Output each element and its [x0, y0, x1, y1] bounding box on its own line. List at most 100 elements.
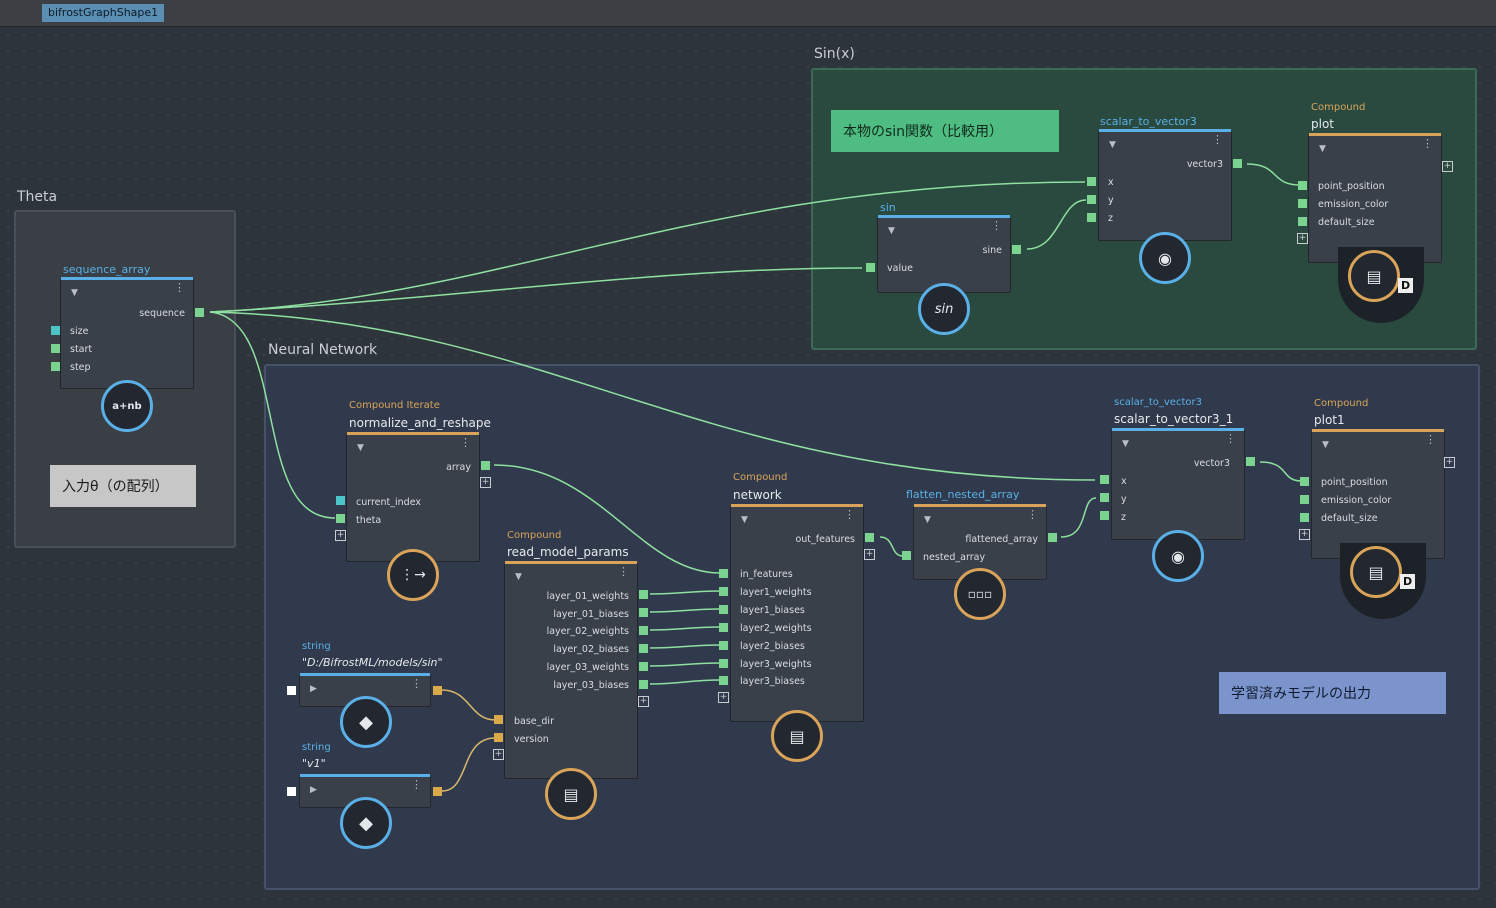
pin-nested-in[interactable]	[902, 551, 911, 560]
node-read-model-params[interactable]: ▼ ⋮ layer_01_weights layer_01_biases lay…	[504, 561, 638, 779]
pin-z-in[interactable]	[1087, 213, 1096, 222]
pin-in[interactable]	[719, 641, 728, 650]
node-flatten-nested-array[interactable]: ▼ ⋮ flattened_array nested_array	[913, 504, 1047, 580]
pin-base-dir-in[interactable]	[494, 715, 503, 724]
pin-y-in[interactable]	[1087, 195, 1096, 204]
node-sin[interactable]: ▼ ⋮ sine value	[877, 215, 1011, 293]
pin-vector3-out[interactable]	[1233, 159, 1242, 168]
pin-z-in[interactable]	[1100, 511, 1109, 520]
collapse-icon[interactable]: ▼	[71, 288, 78, 298]
node-plot1[interactable]: ▼ ⋮ point_position emission_color defaul…	[1311, 429, 1445, 559]
add-port-icon[interactable]: +	[480, 477, 491, 488]
pin-out[interactable]	[639, 662, 648, 671]
expand-icon[interactable]: ▶	[310, 684, 317, 694]
expand-icon[interactable]: ▶	[310, 785, 317, 795]
node-normalize-and-reshape[interactable]: ▼ ⋮ array current_index theta	[346, 432, 480, 562]
pin-out[interactable]	[639, 626, 648, 635]
port-sine: sine	[982, 245, 1002, 256]
menu-dots-icon[interactable]: ⋮	[1212, 133, 1223, 146]
pin-y-in[interactable]	[1100, 493, 1109, 502]
port-base-dir: base_dir	[514, 716, 554, 727]
pin-string-out[interactable]	[433, 686, 442, 695]
add-port-icon[interactable]: +	[1299, 529, 1310, 540]
collapse-icon[interactable]: ▼	[741, 515, 748, 525]
menu-dots-icon[interactable]: ⋮	[174, 281, 185, 294]
pin-string-out[interactable]	[433, 787, 442, 796]
menu-dots-icon[interactable]: ⋮	[1422, 137, 1433, 150]
network-title: network	[733, 488, 782, 502]
note-theta-input[interactable]: 入力θ（の配列）	[50, 465, 196, 507]
display-badge[interactable]: D	[1400, 574, 1416, 589]
pin-in[interactable]	[719, 605, 728, 614]
pin-out[interactable]	[639, 680, 648, 689]
pin-point-position-in[interactable]	[1300, 477, 1309, 486]
menu-dots-icon[interactable]: ⋮	[1425, 433, 1436, 446]
node-scalar-to-vector3-1[interactable]: ▼ ⋮ vector3 x y z	[1111, 428, 1245, 540]
pin-out[interactable]	[639, 644, 648, 653]
pin-theta-in[interactable]	[336, 514, 345, 523]
collapse-icon[interactable]: ▼	[888, 226, 895, 236]
collapse-icon[interactable]: ▼	[1322, 440, 1329, 450]
pin-in[interactable]	[719, 676, 728, 685]
pin-sine-out[interactable]	[1012, 245, 1021, 254]
pin-emission-color-in[interactable]	[1298, 199, 1307, 208]
pin-size-in[interactable]	[51, 326, 60, 335]
collapse-icon[interactable]: ▼	[924, 515, 931, 525]
add-port-icon[interactable]: +	[1297, 233, 1308, 244]
pin-default-size-in[interactable]	[1298, 217, 1307, 226]
menu-dots-icon[interactable]: ⋮	[991, 219, 1002, 232]
pin-in[interactable]	[719, 659, 728, 668]
plot-subtitle: Compound	[1311, 102, 1366, 113]
display-badge[interactable]: D	[1398, 278, 1414, 293]
pin-x-in[interactable]	[1100, 475, 1109, 484]
menu-dots-icon[interactable]: ⋮	[1225, 432, 1236, 445]
menu-dots-icon[interactable]: ⋮	[411, 778, 422, 791]
pin-point-position-in[interactable]	[1298, 181, 1307, 190]
pin-sequence-out[interactable]	[195, 308, 204, 317]
menu-dots-icon[interactable]: ⋮	[1027, 508, 1038, 521]
pin-default-size-in[interactable]	[1300, 513, 1309, 522]
pin-start-in[interactable]	[51, 344, 60, 353]
collapse-icon[interactable]: ▼	[1122, 439, 1129, 449]
pin-out-features-out[interactable]	[865, 533, 874, 542]
add-port-icon[interactable]: +	[1442, 161, 1453, 172]
menu-dots-icon[interactable]: ⋮	[460, 436, 471, 449]
pin-string-in[interactable]	[287, 686, 296, 695]
collapse-icon[interactable]: ▼	[515, 572, 522, 582]
add-port-icon[interactable]: +	[718, 692, 729, 703]
pin-in[interactable]	[719, 587, 728, 596]
pin-vector3-out[interactable]	[1246, 457, 1255, 466]
pin-out[interactable]	[639, 590, 648, 599]
note-model-output[interactable]: 学習済みモデルの出力	[1219, 672, 1446, 714]
pin-current-index-in[interactable]	[336, 496, 345, 505]
pin-emission-color-in[interactable]	[1300, 495, 1309, 504]
collapse-icon[interactable]: ▼	[1109, 140, 1116, 150]
pin-value-in[interactable]	[866, 263, 875, 272]
pin-array-out[interactable]	[481, 461, 490, 470]
node-network[interactable]: ▼ ⋮ out_features in_features layer1_weig…	[730, 504, 864, 722]
pin-step-in[interactable]	[51, 362, 60, 371]
graph-tab[interactable]: bifrostGraphShape1	[42, 4, 165, 22]
menu-dots-icon[interactable]: ⋮	[844, 508, 855, 521]
pin-string-in[interactable]	[287, 787, 296, 796]
pin-version-in[interactable]	[494, 733, 503, 742]
menu-dots-icon[interactable]: ⋮	[411, 677, 422, 690]
add-port-icon[interactable]: +	[493, 749, 504, 760]
menu-dots-icon[interactable]: ⋮	[618, 565, 629, 578]
collapse-icon[interactable]: ▼	[1319, 144, 1326, 154]
pin-in[interactable]	[719, 623, 728, 632]
add-port-icon[interactable]: +	[638, 696, 649, 707]
pin-out[interactable]	[639, 608, 648, 617]
node-scalar-to-vector3[interactable]: ▼ ⋮ vector3 x y z	[1098, 129, 1232, 241]
pin-in[interactable]	[719, 569, 728, 578]
note-sin-real[interactable]: 本物のsin関数（比較用）	[831, 110, 1059, 152]
node-sequence-array[interactable]: ▼ ⋮ sequence size start step	[60, 277, 194, 389]
add-port-icon[interactable]: +	[1444, 457, 1455, 468]
collapse-icon[interactable]: ▼	[357, 443, 364, 453]
add-port-icon[interactable]: +	[335, 530, 346, 541]
camera-icon: ◉	[1139, 232, 1191, 284]
pin-x-in[interactable]	[1087, 177, 1096, 186]
pin-flattened-out[interactable]	[1048, 533, 1057, 542]
node-plot[interactable]: ▼ ⋮ point_position emission_color defaul…	[1308, 133, 1442, 263]
add-port-icon[interactable]: +	[864, 549, 875, 560]
